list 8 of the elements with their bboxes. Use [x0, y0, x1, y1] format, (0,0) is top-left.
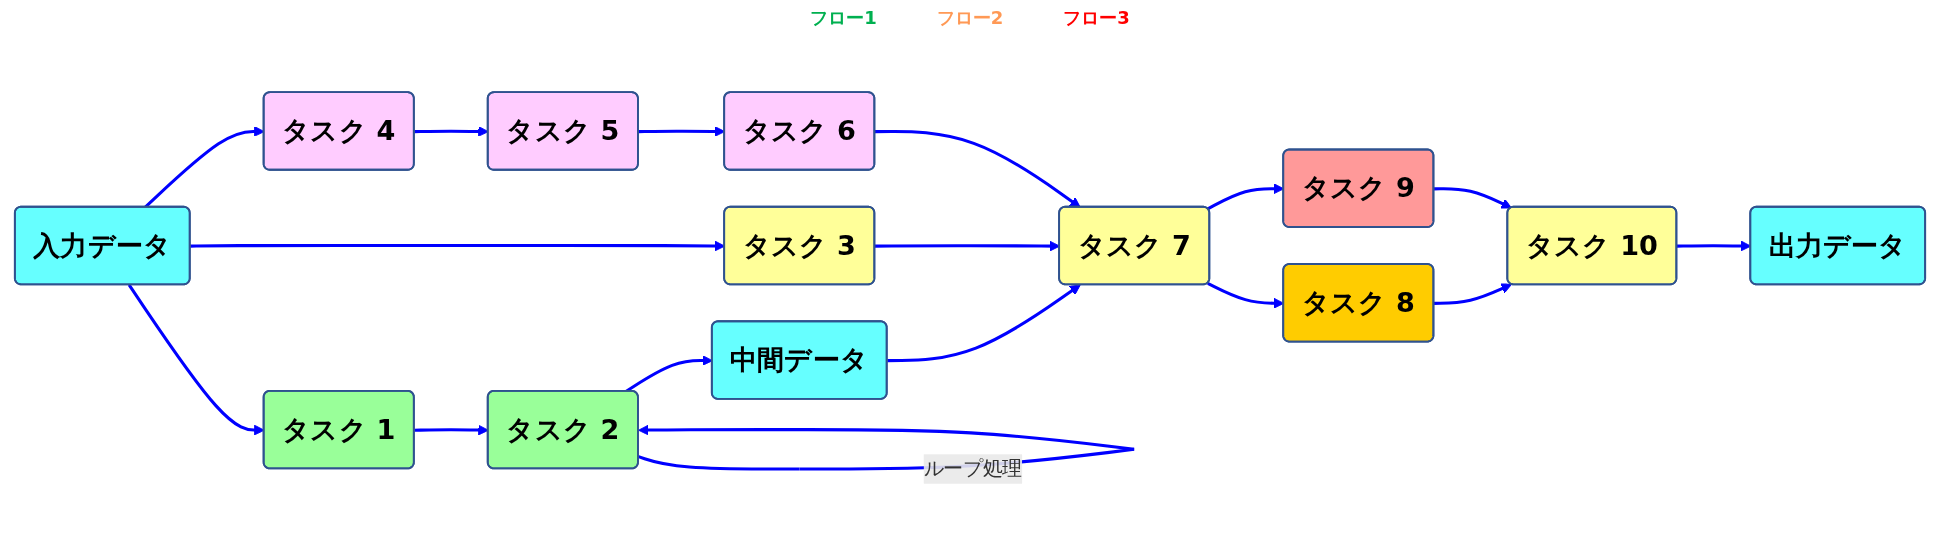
arrow — [887, 283, 1081, 362]
arrow — [1434, 282, 1512, 305]
arrow — [874, 129, 1081, 208]
flow-label: フロー3 — [1063, 6, 1130, 24]
arrow — [1434, 186, 1512, 209]
flow-label: フロー1 — [810, 6, 877, 24]
edge-label: ループ処理 — [923, 456, 1023, 480]
flow-label: フロー2 — [936, 6, 1004, 24]
